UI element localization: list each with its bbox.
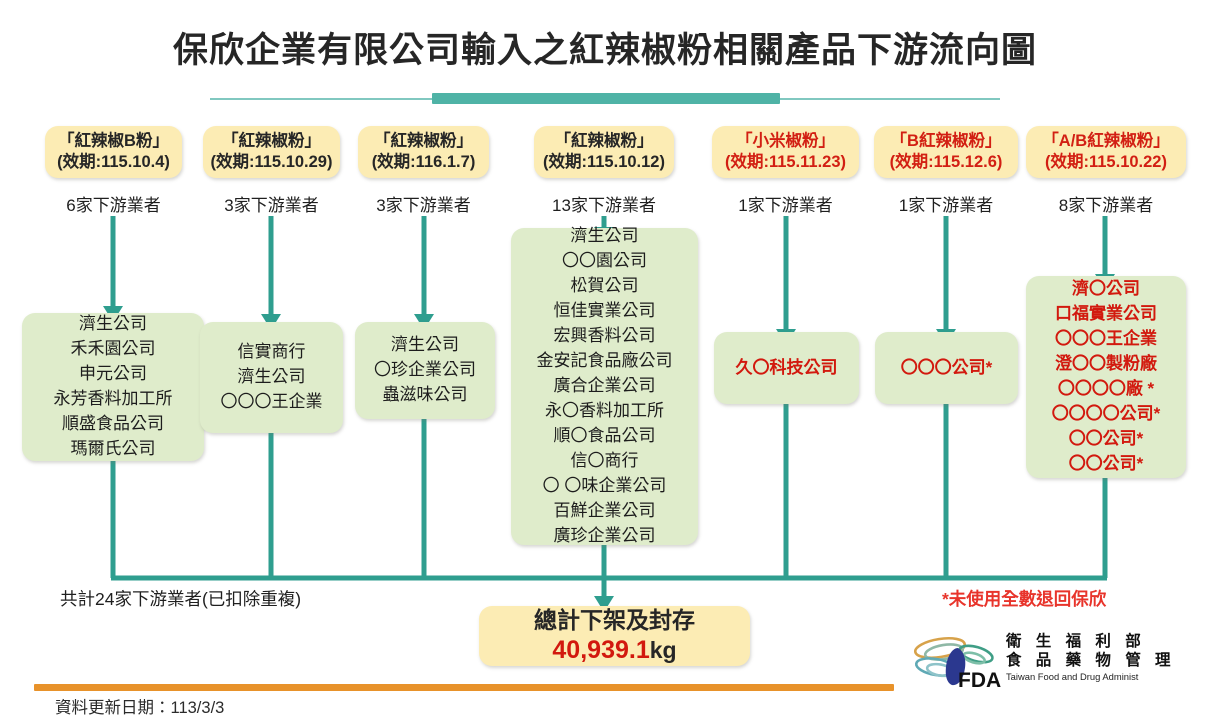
firm-box-1[interactable]: 信實商行 濟生公司 〇〇〇王企業 (200, 322, 343, 433)
firm-item: 申元公司 (79, 364, 147, 384)
total-value: 40,939.1 (552, 635, 650, 664)
firm-item: 〇〇〇公司* (900, 357, 993, 377)
firm-item: 濟生公司 (237, 367, 306, 386)
firm-item: 禾禾園公司 (70, 339, 156, 359)
product-box-3[interactable]: 「紅辣椒粉」 (效期:115.10.12) (534, 126, 674, 178)
product-box-5[interactable]: 「B紅辣椒粉」 (效期:115.12.6) (874, 126, 1018, 178)
firm-item: 口福實業公司 (1055, 304, 1157, 324)
count-label-5: 1家下游業者 (898, 196, 994, 215)
fda-cn-line2: 食 品 藥 物 管 理 (1006, 652, 1176, 670)
firm-item: 濟生公司 (79, 314, 147, 334)
product-expiry: (效期:115.10.29) (210, 153, 333, 171)
firm-item: 順〇食品公司 (553, 425, 656, 445)
firm-item: 濟生公司 (391, 335, 459, 355)
divider-thick-bar (432, 93, 780, 104)
firm-item: 永芳香料加工所 (53, 389, 173, 408)
product-expiry: (效期:115.10.12) (543, 153, 665, 171)
firm-box-4[interactable]: 久〇科技公司 (714, 332, 859, 404)
count-label-1: 3家下游業者 (224, 196, 319, 215)
count-label-4: 1家下游業者 (738, 196, 833, 215)
firm-item: 廣珍企業公司 (553, 525, 656, 545)
title-divider (0, 92, 1210, 106)
total-unit: kg (649, 636, 677, 663)
product-name: 「紅辣椒粉」 (554, 131, 654, 150)
firm-item: 〇〇〇王企業 (1055, 329, 1157, 349)
firm-item: 永〇香料加工所 (545, 401, 664, 420)
fda-emblem-icon: FDA (910, 632, 1002, 692)
firm-item: 〇〇園公司 (562, 251, 647, 271)
product-name: 「B紅辣椒粉」 (890, 131, 1002, 150)
product-expiry: (效期:115.11.23) (724, 153, 847, 171)
product-expiry: (效期:116.1.7) (371, 153, 476, 171)
product-box-2[interactable]: 「紅辣椒粉」 (效期:116.1.7) (358, 126, 489, 178)
firm-item: 澄〇〇製粉廠 (1055, 354, 1157, 374)
firm-box-6[interactable]: 濟〇公司 口福實業公司 〇〇〇王企業 澄〇〇製粉廠 〇〇〇〇廠 * 〇〇〇〇公司… (1026, 276, 1186, 478)
firm-item: 〇〇〇〇公司* (1051, 403, 1161, 423)
firm-item: 恒佳實業公司 (553, 301, 656, 321)
total-label: 總計下架及封存 (534, 607, 695, 634)
product-box-4[interactable]: 「小米椒粉」 (效期:115.11.23) (712, 126, 859, 178)
firm-item: 久〇科技公司 (735, 357, 838, 377)
product-name: 「紅辣椒粉」 (374, 131, 473, 150)
fda-en-line: Taiwan Food and Drug Administ (1006, 671, 1139, 683)
product-name: 「紅辣椒粉」 (222, 131, 321, 150)
firm-item: 〇〇〇王企業 (220, 391, 323, 411)
firm-item: 〇〇公司* (1068, 428, 1144, 448)
page-title: 保欣企業有限公司輸入之紅辣椒粉相關產品下游流向圖 (172, 31, 1037, 70)
product-name: 「小米椒粉」 (736, 131, 835, 150)
firm-item: 濟生公司 (570, 226, 639, 246)
product-expiry: (效期:115.12.6) (889, 153, 1003, 171)
firm-box-2[interactable]: 濟生公司 〇珍企業公司 蟲滋味公司 (355, 322, 495, 419)
total-box[interactable]: 總計下架及封存 40,939.1kg (479, 606, 750, 666)
product-box-0[interactable]: 「紅辣椒B粉」 (效期:115.10.4) (45, 126, 182, 178)
product-box-6[interactable]: 「A/B紅辣椒粉」 (效期:115.10.22) (1026, 126, 1186, 178)
fda-cn-line1: 衛 生 福 利 部 (1006, 633, 1146, 650)
footer-accent-bar (34, 684, 894, 691)
firm-item: 蟲滋味公司 (382, 384, 468, 404)
footer-date: 資料更新日期：113/3/3 (55, 699, 225, 717)
firm-item: 百鮮企業公司 (553, 500, 656, 520)
fda-logo: FDA 衛 生 福 利 部 食 品 藥 物 管 理 Taiwan Food an… (910, 632, 1180, 694)
firm-item: 宏興香料公司 (553, 326, 656, 346)
product-expiry: (效期:115.10.22) (1045, 153, 1167, 171)
firm-box-3[interactable]: 濟生公司 〇〇園公司 松賀公司 恒佳實業公司 宏興香料公司 金安記食品廠公司 廣… (511, 226, 698, 545)
count-label-6: 8家下游業者 (1058, 196, 1154, 215)
summary-note-right: *未使用全數退回保欣 (942, 589, 1107, 609)
total-value-row: 40,939.1kg (552, 635, 676, 665)
firm-item: 廣合企業公司 (553, 376, 656, 396)
firm-item: 信實商行 (237, 342, 306, 362)
firm-item: 濟〇公司 (1072, 279, 1140, 299)
product-expiry: (效期:115.10.4) (57, 153, 170, 171)
firm-box-0[interactable]: 濟生公司 禾禾園公司 申元公司 永芳香料加工所 順盛食品公司 瑪爾氏公司 (22, 313, 204, 461)
firm-item: 信〇商行 (570, 450, 639, 470)
count-label-0: 6家下游業者 (66, 196, 161, 215)
product-name: 「紅辣椒B粉」 (58, 131, 169, 150)
product-name: 「A/B紅辣椒粉」 (1042, 131, 1170, 150)
firm-item: 瑪爾氏公司 (70, 438, 156, 458)
firm-item: 〇 〇味企業公司 (542, 475, 667, 495)
firm-item: 〇〇〇〇廠 * (1057, 379, 1155, 398)
summary-note-left: 共計24家下游業者(已扣除重複) (60, 589, 302, 609)
firm-item: 〇〇公司* (1068, 453, 1144, 473)
firm-item: 松賀公司 (570, 276, 639, 296)
count-label-3: 13家下游業者 (552, 196, 656, 215)
firm-box-5[interactable]: 〇〇〇公司* (875, 332, 1018, 404)
product-box-1[interactable]: 「紅辣椒粉」 (效期:115.10.29) (203, 126, 340, 178)
firm-item: 金安記食品廠公司 (536, 351, 673, 371)
firm-item: 〇珍企業公司 (374, 360, 476, 379)
count-label-2: 3家下游業者 (376, 196, 471, 215)
svg-text:FDA: FDA (958, 669, 1001, 690)
fda-wordmark: 衛 生 福 利 部 食 品 藥 物 管 理 Taiwan Food and Dr… (1006, 632, 1186, 682)
firm-item: 順盛食品公司 (62, 413, 164, 433)
